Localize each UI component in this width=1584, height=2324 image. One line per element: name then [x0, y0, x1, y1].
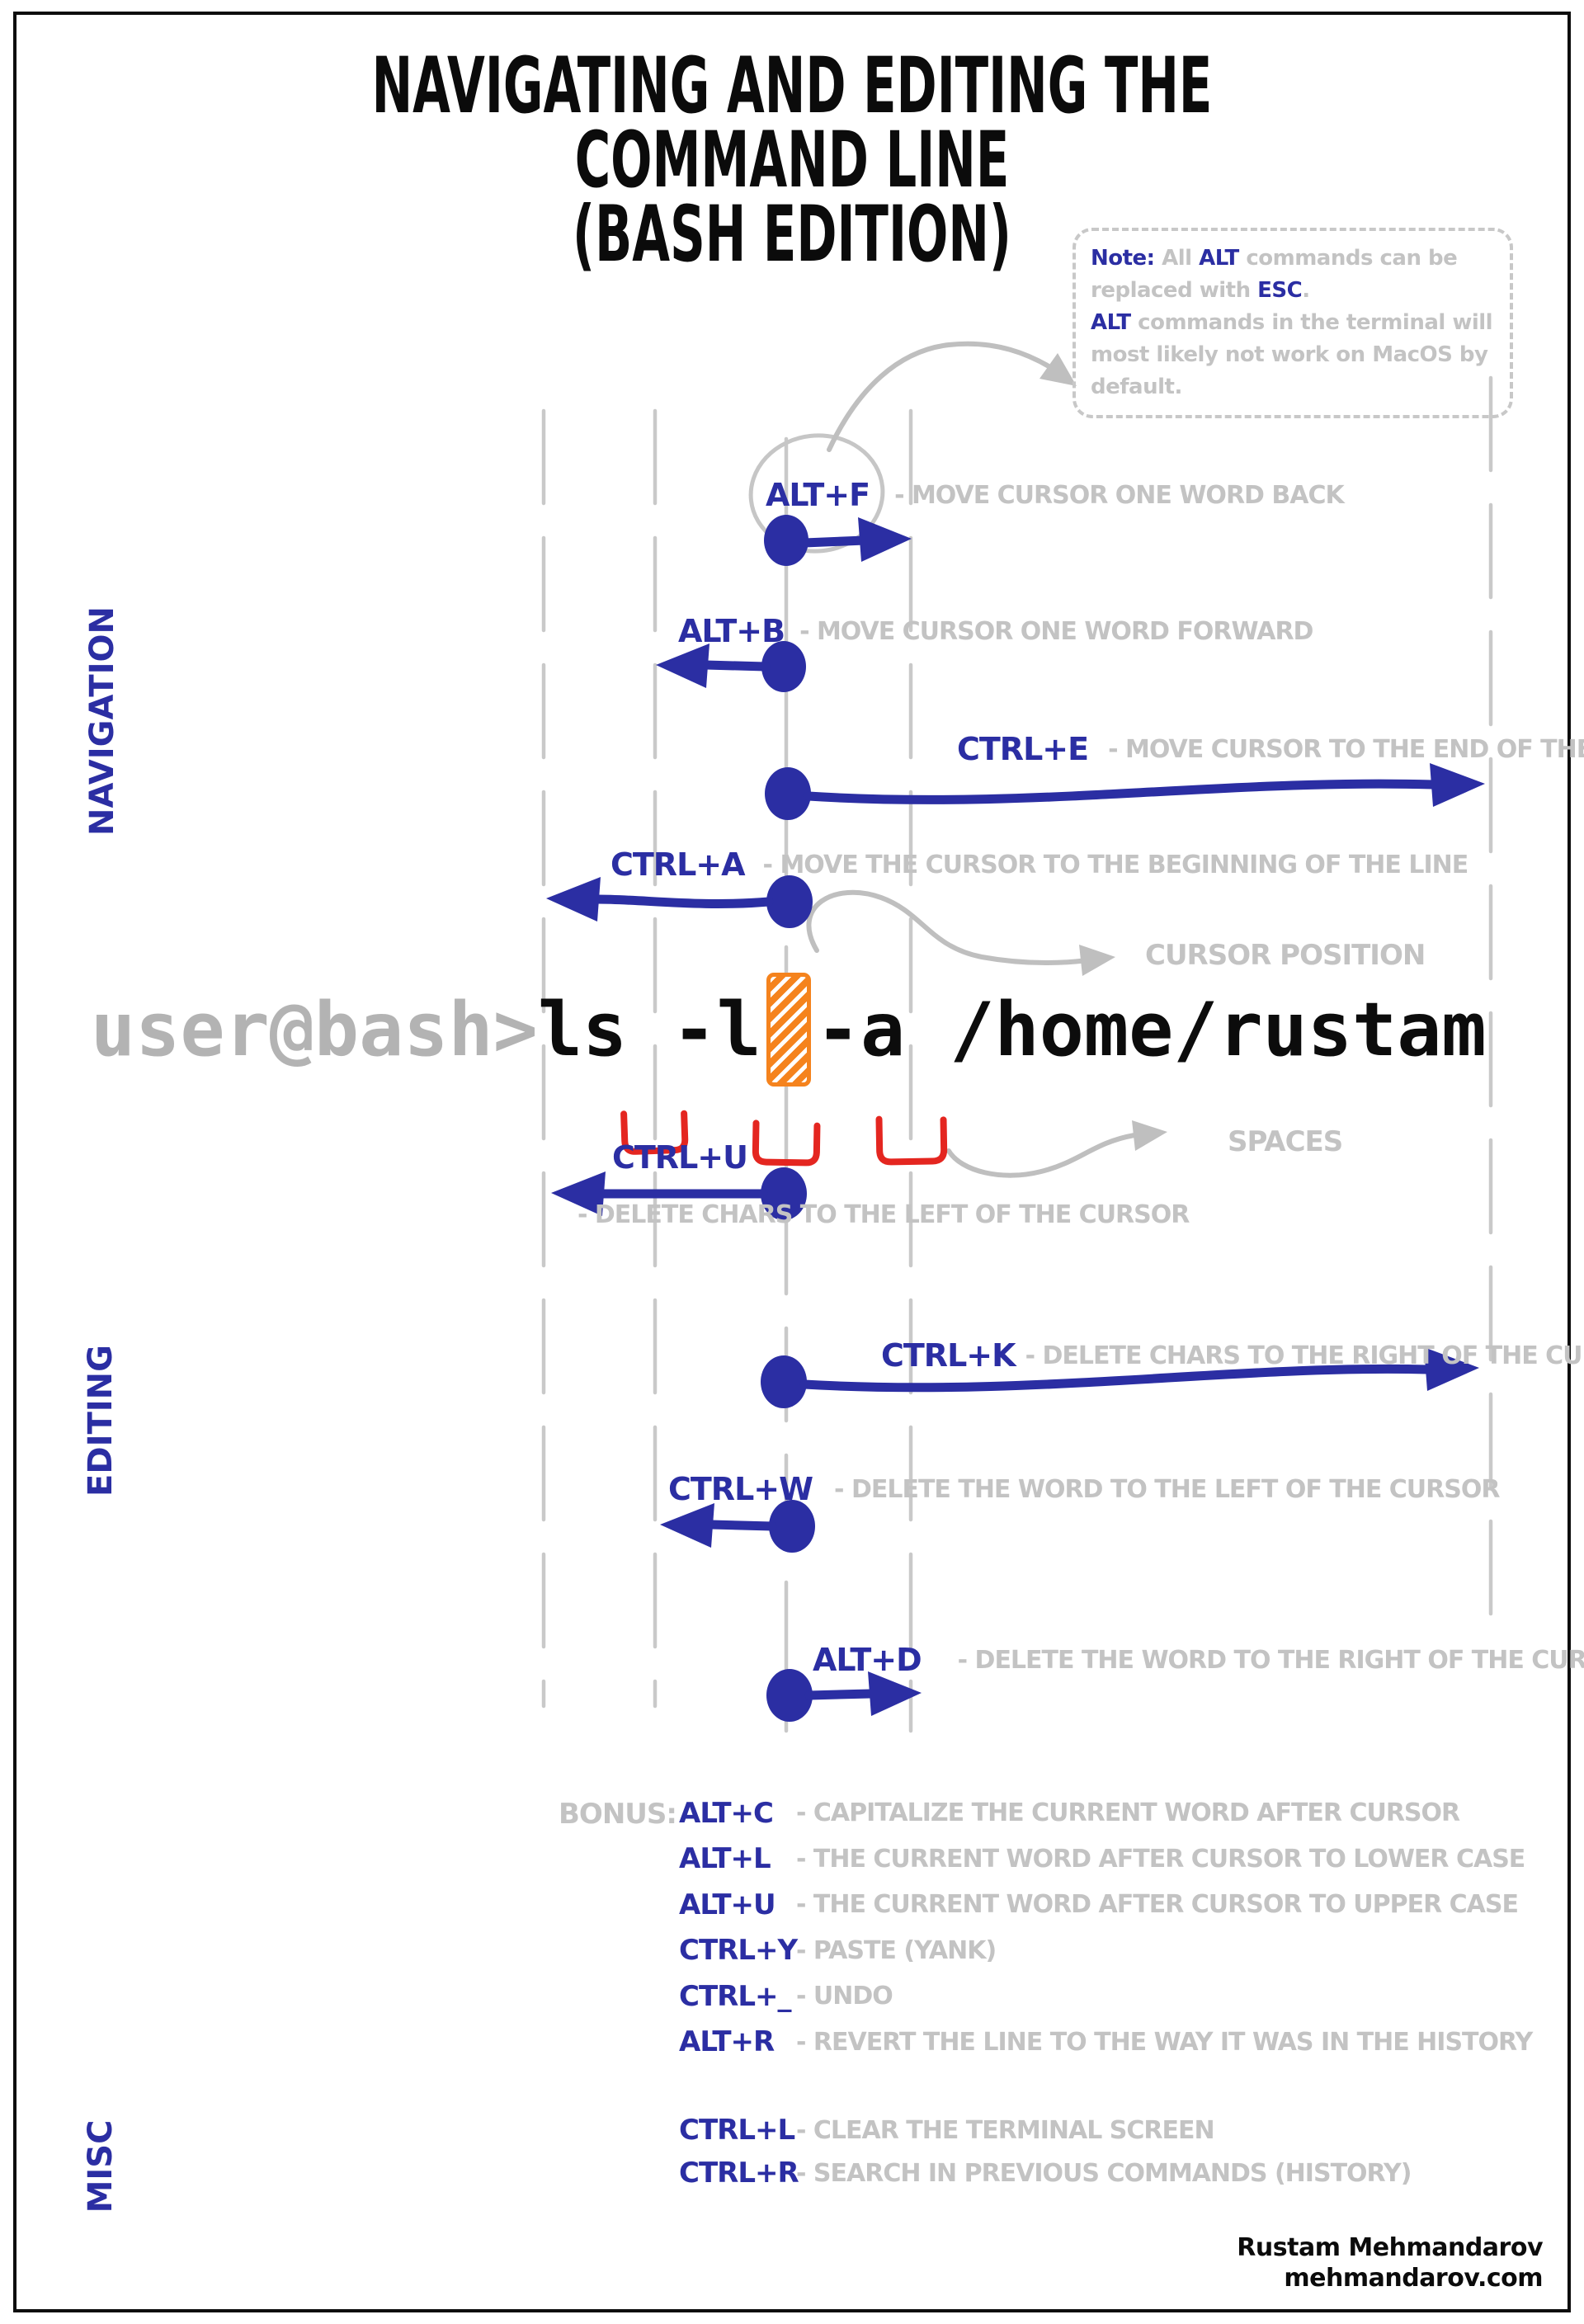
note-text: All	[1154, 246, 1200, 271]
shortcut-ctrl-e-desc: - MOVE CURSOR TO THE END OF THE LINE	[1108, 734, 1584, 764]
bonus-key: ALT+L	[679, 1842, 771, 1876]
note-alt-key: ALT	[1199, 246, 1239, 271]
misc-key: CTRL+R	[679, 2157, 799, 2190]
shortcut-ctrl-u-key: CTRL+U	[612, 1139, 748, 1176]
bonus-key: ALT+C	[679, 1796, 774, 1830]
terminal-command-after-cursor: -a /home/rustam	[815, 986, 1487, 1073]
note-text: commands can be replaced with	[1091, 246, 1458, 303]
footer: Rustam Mehmandarov mehmandarov.com	[1237, 2232, 1543, 2293]
page-border	[13, 12, 1571, 2312]
terminal-command-before-cursor: ls -l	[537, 986, 761, 1073]
bonus-desc: - CAPITALIZE THE CURRENT WORD AFTER CURS…	[796, 1798, 1460, 1828]
misc-key: CTRL+L	[679, 2114, 795, 2147]
footer-author: Rustam Mehmandarov	[1237, 2233, 1543, 2262]
terminal-line: user@bash>ls -l -a /home/rustam	[91, 964, 1487, 1096]
shortcut-ctrl-w-key: CTRL+W	[668, 1471, 813, 1507]
shortcut-ctrl-a-key: CTRL+A	[610, 846, 746, 883]
shortcut-row-alt-f: ALT+F - MOVE CURSOR ONE WORD BACK	[766, 477, 1345, 513]
note-esc-key: ESC	[1257, 278, 1303, 303]
spaces-label: SPACES	[1228, 1125, 1343, 1158]
page-title-line2: (BASH EDITION)	[573, 190, 1011, 280]
note-box: Note: All ALT commands can be replaced w…	[1072, 228, 1513, 418]
section-label-misc: MISC	[82, 2119, 120, 2213]
shortcut-alt-b-key: ALT+B	[678, 613, 785, 649]
bonus-desc: - THE CURRENT WORD AFTER CURSOR TO UPPER…	[796, 1890, 1519, 1920]
shortcut-ctrl-e-key: CTRL+E	[957, 731, 1089, 767]
terminal-prompt: user@bash>	[91, 986, 538, 1073]
shortcut-ctrl-w-desc: - DELETE THE WORD TO THE LEFT OF THE CUR…	[834, 1474, 1500, 1504]
misc-list: CTRL+L- CLEAR THE TERMINAL SCREEN CTRL+R…	[679, 2109, 1412, 2194]
shortcut-ctrl-a-desc: - MOVE THE CURSOR TO THE BEGINNING OF TH…	[762, 850, 1469, 879]
shortcut-alt-b-desc: - MOVE CURSOR ONE WORD FORWARD	[799, 616, 1313, 646]
bonus-desc: - PASTE (YANK)	[796, 1935, 997, 1965]
bonus-list: ALT+C - CAPITALIZE THE CURRENT WORD AFTER…	[679, 1790, 1533, 2065]
shortcut-ctrl-u-desc-row: - DELETE CHARS TO THE LEFT OF THE CURSOR	[578, 1198, 1190, 1231]
bonus-key: CTRL+Y	[679, 1934, 798, 1968]
note-label: Note:	[1091, 246, 1155, 271]
shortcut-row-ctrl-w: CTRL+W - DELETE THE WORD TO THE LEFT OF …	[668, 1471, 1500, 1507]
shortcut-row-ctrl-u: CTRL+U	[612, 1139, 748, 1176]
shortcut-row-ctrl-k: CTRL+K - DELETE CHARS TO THE RIGHT OF TH…	[881, 1337, 1584, 1374]
shortcut-alt-f-key: ALT+F	[766, 477, 870, 513]
cursor-block-icon	[766, 973, 811, 1087]
page-title: NAVIGATING AND EDITING THE COMMAND LINE …	[293, 41, 1291, 280]
bonus-key: ALT+R	[679, 2025, 775, 2059]
note-paragraph-2: ALT commands in the terminal will most l…	[1091, 307, 1495, 403]
bonus-label: BONUS:	[559, 1798, 677, 1831]
section-label-editing: EDITING	[82, 1345, 120, 1497]
shortcut-alt-d-key: ALT+D	[813, 1642, 922, 1678]
misc-desc: - SEARCH IN PREVIOUS COMMANDS (HISTORY)	[796, 2158, 1412, 2188]
shortcut-row-ctrl-e: CTRL+E - MOVE CURSOR TO THE END OF THE L…	[957, 731, 1584, 767]
note-text: .	[1302, 278, 1310, 303]
bonus-key: ALT+U	[679, 1888, 776, 1921]
shortcut-row-alt-d: ALT+D - DELETE THE WORD TO THE RIGHT OF …	[813, 1642, 1584, 1678]
shortcut-row-alt-b: ALT+B - MOVE CURSOR ONE WORD FORWARD	[678, 613, 1313, 649]
page-title-line1: NAVIGATING AND EDITING THE COMMAND LINE	[371, 41, 1213, 205]
shortcut-ctrl-k-desc: - DELETE CHARS TO THE RIGHT OF THE CURSO…	[1025, 1341, 1584, 1370]
shortcut-ctrl-k-key: CTRL+K	[881, 1337, 1016, 1374]
note-alt-key: ALT	[1091, 310, 1131, 335]
bonus-desc: - UNDO	[796, 1982, 893, 2011]
shortcut-alt-f-desc: - MOVE CURSOR ONE WORD BACK	[894, 480, 1345, 510]
note-paragraph-1: Note: All ALT commands can be replaced w…	[1091, 243, 1495, 307]
misc-desc: - CLEAR THE TERMINAL SCREEN	[796, 2115, 1215, 2145]
bonus-key: CTRL+_	[679, 1979, 791, 2013]
shortcut-ctrl-u-desc: - DELETE CHARS TO THE LEFT OF THE CURSOR	[578, 1200, 1190, 1229]
note-text: commands in the terminal will most likel…	[1091, 310, 1493, 399]
cursor-position-label: CURSOR POSITION	[1145, 939, 1426, 972]
section-label-navigation: NAVIGATION	[83, 606, 121, 836]
shortcut-row-ctrl-a: CTRL+A - MOVE THE CURSOR TO THE BEGINNIN…	[610, 846, 1468, 883]
shortcut-alt-d-desc: - DELETE THE WORD TO THE RIGHT OF THE CU…	[957, 1645, 1584, 1675]
bonus-desc: - REVERT THE LINE TO THE WAY IT WAS IN T…	[796, 2027, 1533, 2057]
bonus-desc: - THE CURRENT WORD AFTER CURSOR TO LOWER…	[796, 1844, 1525, 1874]
footer-website: mehmandarov.com	[1284, 2264, 1543, 2293]
